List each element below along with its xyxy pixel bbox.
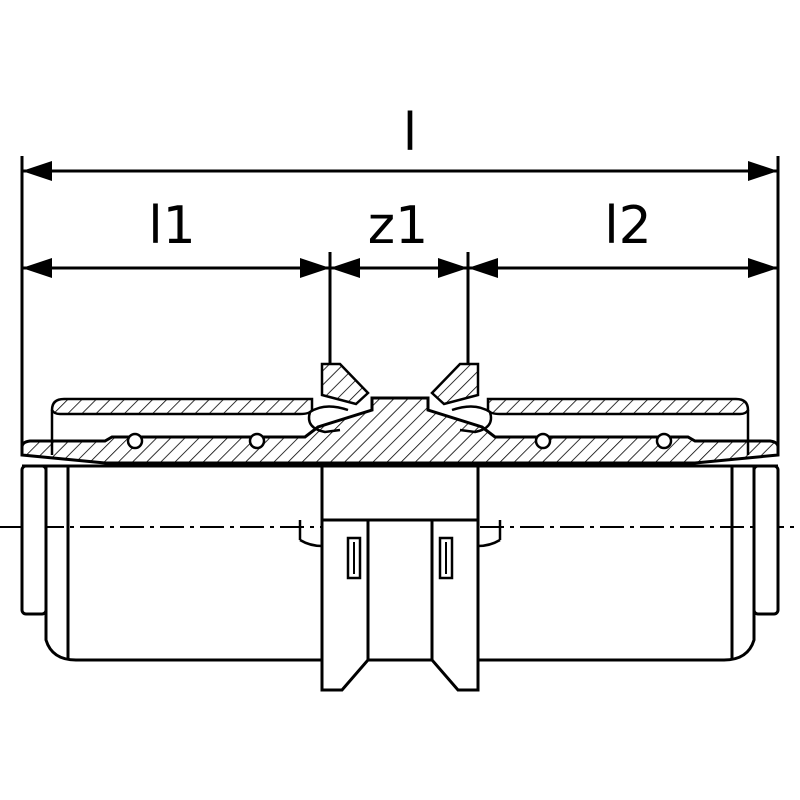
label-l2: l2 xyxy=(604,196,652,256)
fitting-exterior xyxy=(20,464,780,692)
o-rings xyxy=(126,432,673,450)
label-z1: z1 xyxy=(368,196,428,256)
label-l1: l1 xyxy=(148,196,196,256)
fitting-section xyxy=(20,362,780,468)
label-l: l xyxy=(403,103,417,163)
